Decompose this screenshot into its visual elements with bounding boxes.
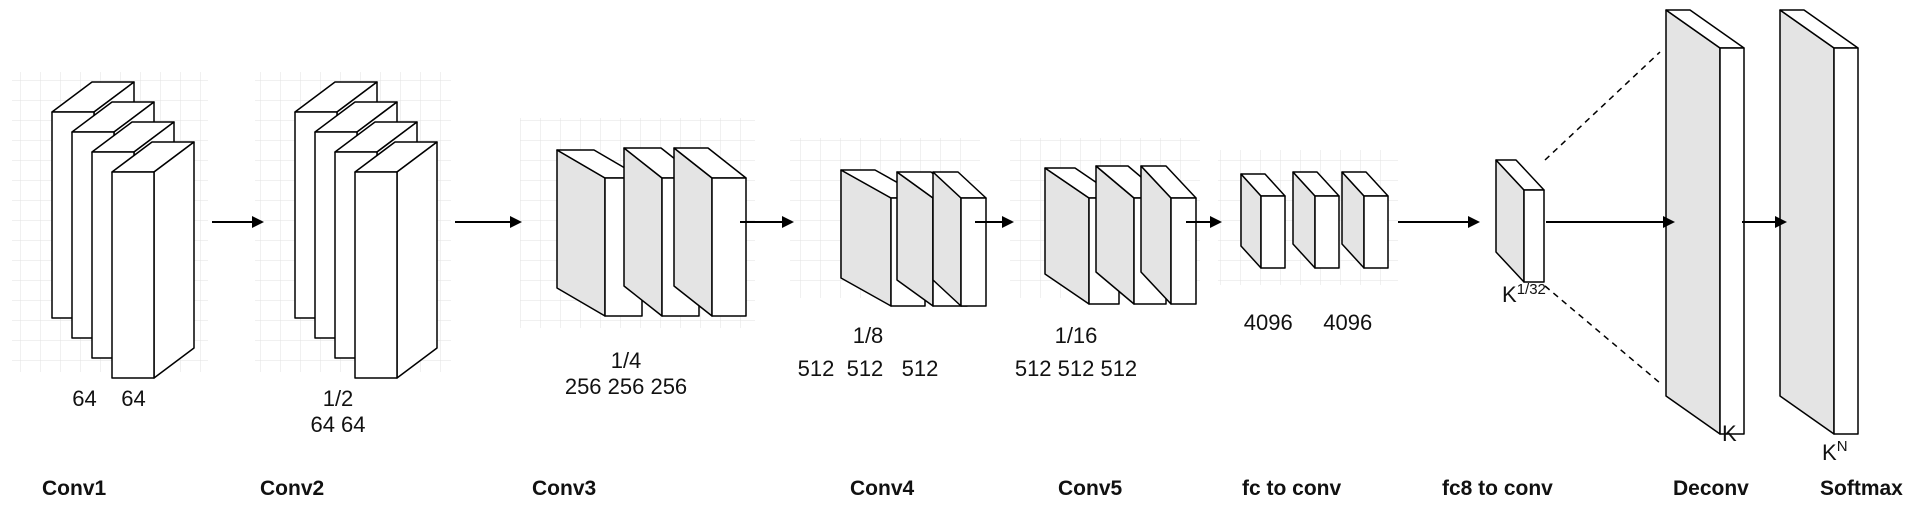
conv1-slab-front-3	[111, 171, 155, 379]
conv1-dims: 64 64	[72, 386, 145, 411]
softmax-kn-label: KN	[1822, 438, 1848, 465]
deconv-k-label: K	[1722, 421, 1737, 446]
conv2-slab-front-3	[354, 171, 398, 379]
stage-title-conv1: Conv1	[42, 477, 107, 500]
dashed-line-top	[1544, 51, 1661, 161]
stage-title-fc8: fc8 to conv	[1442, 477, 1553, 500]
stage-title-conv3: Conv3	[532, 477, 596, 500]
stage-titles: Conv1 Conv2 Conv3 Conv4 Conv5 fc to conv…	[42, 477, 1903, 500]
stage-title-deconv: Deconv	[1673, 477, 1749, 500]
conv1-slab-side-3	[153, 141, 195, 379]
conv5-dims: 512 512 512	[1015, 356, 1137, 381]
stage-title-softmax: Softmax	[1820, 477, 1903, 500]
conv4-block-3-front-face	[960, 197, 987, 307]
softmax-block-front-face	[1833, 47, 1859, 435]
fc-dims: 4096 4096	[1244, 310, 1372, 335]
conv2-scale: 1/2	[323, 386, 354, 411]
deconv-block-side-face	[1665, 9, 1721, 435]
upsample-dashed-lines	[1544, 51, 1661, 384]
fc-block-3-front-face	[1363, 195, 1389, 269]
conv5-block-3-front-face	[1170, 197, 1197, 305]
fc8-k-label: K1/32	[1502, 281, 1546, 307]
conv3-block-3-front-face	[711, 177, 747, 317]
fc-block-2-front-face	[1314, 195, 1340, 269]
fc8-block-front-face	[1523, 189, 1545, 283]
conv3-scale: 1/4	[611, 348, 642, 373]
fc-block-1-front-face	[1260, 195, 1286, 269]
conv4-dims: 512 512 512	[798, 356, 939, 381]
stage-title-conv2: Conv2	[260, 477, 324, 500]
conv2-dims: 64 64	[310, 412, 365, 437]
conv5-scale: 1/16	[1055, 323, 1098, 348]
stage-title-fc: fc to conv	[1242, 477, 1341, 500]
deconv-block-front-face	[1719, 47, 1745, 435]
conv2-slab-side-3	[396, 141, 438, 379]
conv3-dims: 256 256 256	[565, 374, 687, 399]
conv4-scale: 1/8	[853, 323, 884, 348]
stage-title-conv5: Conv5	[1058, 477, 1123, 500]
dimension-labels: 64 64 1/2 64 64 1/4 256 256 256 1/8 512 …	[72, 281, 1847, 465]
conv3-block-1-side-face	[556, 149, 606, 317]
layer-blocks	[51, 9, 1859, 435]
dashed-line-bottom	[1544, 285, 1661, 384]
softmax-block-side-face	[1779, 9, 1835, 435]
stage-title-conv4: Conv4	[850, 477, 915, 500]
